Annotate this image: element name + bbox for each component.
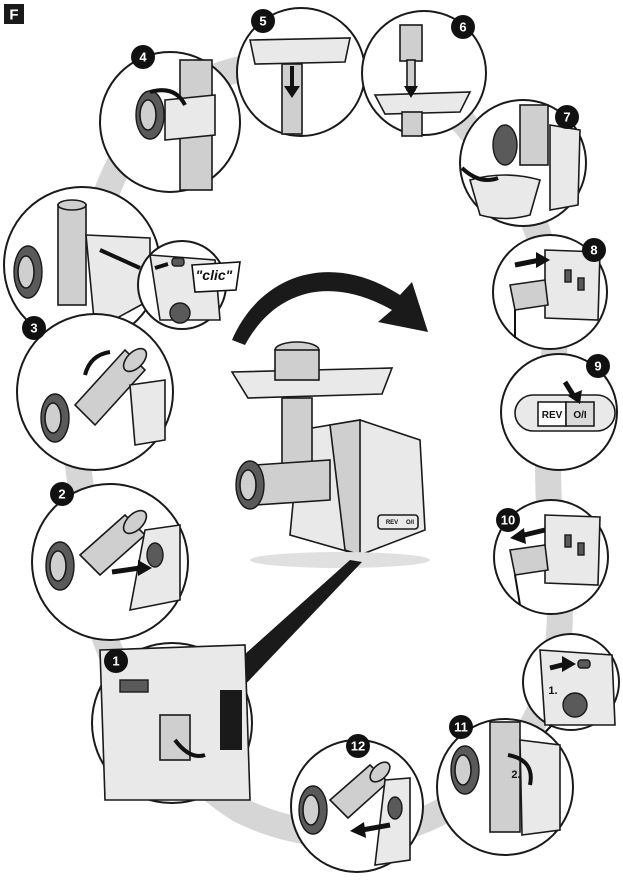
step-10-panel: 10 xyxy=(493,499,609,615)
figure-label: F xyxy=(4,4,24,24)
central-onoff-label: O/I xyxy=(406,520,414,526)
step-11-number: 11 xyxy=(454,720,468,735)
step-11-lock-panel: 1. xyxy=(522,633,620,746)
step-8-badge: 8 xyxy=(582,238,606,262)
step-6-number: 6 xyxy=(459,20,466,35)
step-12-number: 12 xyxy=(351,739,365,754)
step-7-number: 7 xyxy=(563,110,570,125)
step-8-panel: 8 xyxy=(492,234,608,350)
step-2-badge: 2 xyxy=(50,482,74,506)
step-6-badge: 6 xyxy=(451,15,475,39)
central-meat-grinder: REV O/I xyxy=(230,341,430,568)
step-5-badge: 5 xyxy=(251,9,275,33)
step-9-number: 9 xyxy=(594,359,601,374)
step-3-lock-panel: "clic" xyxy=(3,186,241,344)
step-11-badge: 11 xyxy=(449,715,473,739)
step-6-panel: 6 xyxy=(361,10,487,137)
step-7-panel: 7 xyxy=(459,99,587,227)
step-4-number: 4 xyxy=(139,50,147,65)
step-2-number: 2 xyxy=(58,487,65,502)
step-4-panel: 4 xyxy=(99,45,241,193)
step-12-panel: 12 xyxy=(290,734,424,873)
step-12-badge: 12 xyxy=(346,734,370,758)
central-rev-label: REV xyxy=(386,520,398,526)
clic-label: "clic" xyxy=(196,267,233,283)
step-3-number: 3 xyxy=(30,321,37,336)
figure-label-text: F xyxy=(9,7,18,24)
substep-2-label: 2. xyxy=(511,769,520,781)
step-9-panel: REV O/I 9 xyxy=(500,353,618,471)
step-2-panel: 2 xyxy=(31,482,189,641)
step-9-badge: 9 xyxy=(586,354,610,378)
step-8-number: 8 xyxy=(590,243,597,258)
step-1-badge: 1 xyxy=(104,649,128,673)
detail-pointer xyxy=(225,560,362,690)
step-7-badge: 7 xyxy=(555,105,579,129)
step-11-panel: 2. 11 xyxy=(436,715,574,856)
step-5-panel: 5 xyxy=(236,7,366,137)
step-4-badge: 4 xyxy=(131,45,155,69)
substep-1-label: 1. xyxy=(548,685,557,697)
step-10-number: 10 xyxy=(501,513,515,528)
step-5-number: 5 xyxy=(259,14,266,29)
step-3-badge: 3 xyxy=(22,316,46,340)
step-3-panel: 3 xyxy=(16,313,174,471)
step-1-number: 1 xyxy=(112,654,119,669)
onoff-switch-label: O/I xyxy=(573,410,587,421)
step-1-panel: 1 xyxy=(91,642,253,804)
rotation-arrow xyxy=(232,272,428,345)
rev-switch-label: REV xyxy=(542,410,563,421)
step-10-badge: 10 xyxy=(496,508,520,532)
